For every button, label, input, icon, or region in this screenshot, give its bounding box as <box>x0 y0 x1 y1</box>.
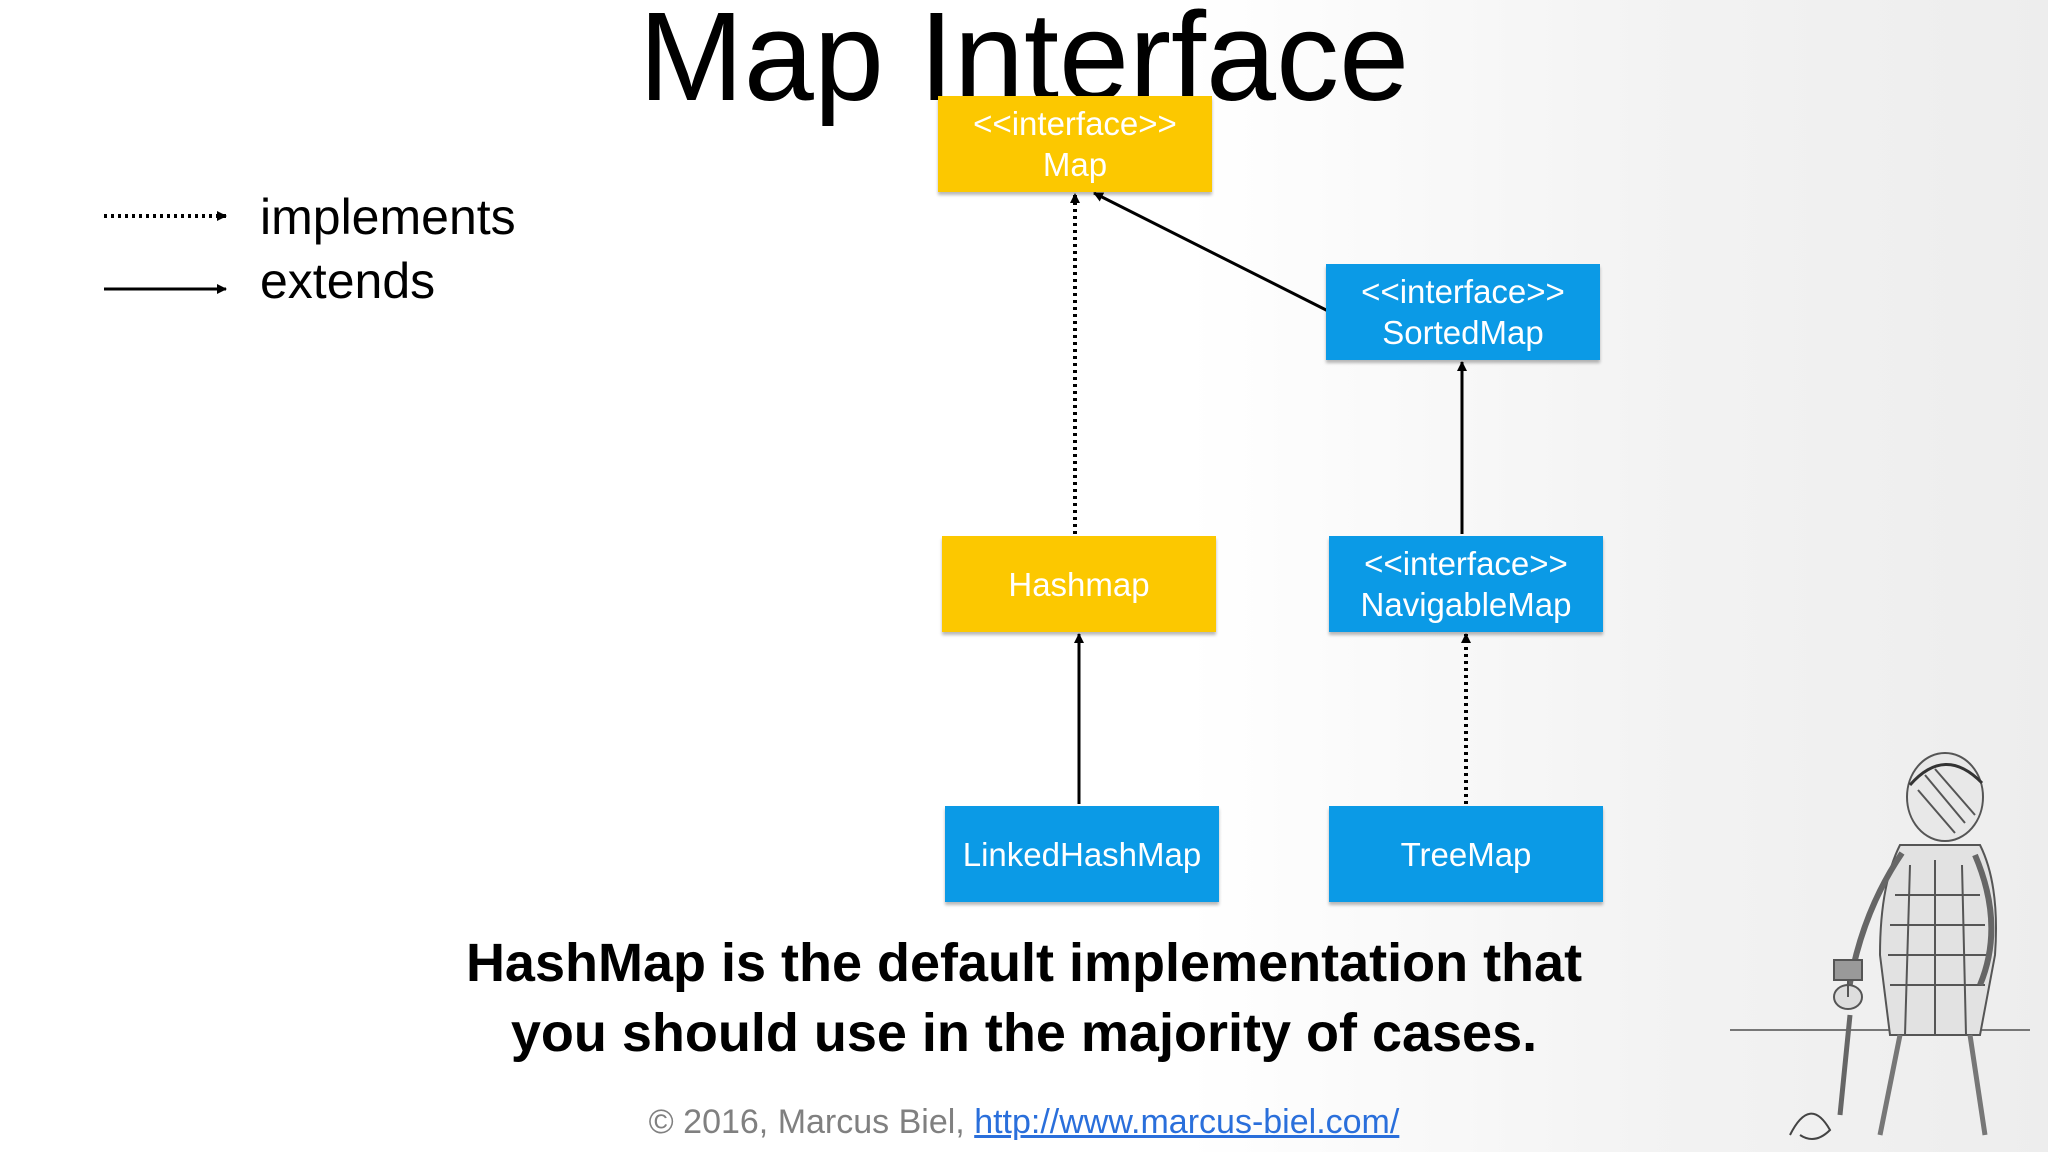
sortedmap-extends-map-arrow <box>1093 191 1339 318</box>
node-navigablemap-name: NavigableMap <box>1360 586 1572 623</box>
node-map-stereotype: <<interface>> <box>973 105 1177 142</box>
node-linkedhashmap-name: LinkedHashMap <box>962 835 1202 873</box>
footer: © 2016, Marcus Biel, http://www.marcus-b… <box>0 1102 2048 1142</box>
caption: HashMap is the default implementation th… <box>0 928 2048 1068</box>
legend-implements-label: implements <box>260 189 516 245</box>
node-navigablemap-stereotype: <<interface>> <box>1364 545 1568 582</box>
legend-extends-label: extends <box>260 253 436 309</box>
footer-copyright: © 2016, Marcus Biel, <box>648 1103 965 1141</box>
caption-line-2: you should use in the majority of cases. <box>510 1003 1538 1063</box>
node-linkedhashmap: LinkedHashMap <box>945 806 1219 902</box>
node-treemap-name: TreeMap <box>1400 835 1532 873</box>
node-map: <<interface>> Map <box>938 96 1212 192</box>
node-sortedmap: <<interface>> SortedMap <box>1326 264 1600 360</box>
node-sortedmap-name: SortedMap <box>1382 314 1544 351</box>
node-navigablemap: <<interface>> NavigableMap <box>1329 536 1603 632</box>
node-treemap: TreeMap <box>1329 806 1603 902</box>
node-hashmap: Hashmap <box>942 536 1216 632</box>
caption-line-1: HashMap is the default implementation th… <box>465 933 1583 993</box>
node-map-name: Map <box>1042 146 1108 183</box>
craftsman-illustration <box>1730 752 2030 1140</box>
node-sortedmap-stereotype: <<interface>> <box>1361 273 1565 310</box>
footer-link[interactable]: http://www.marcus-biel.com/ <box>974 1103 1400 1141</box>
node-hashmap-name: Hashmap <box>1008 565 1150 603</box>
